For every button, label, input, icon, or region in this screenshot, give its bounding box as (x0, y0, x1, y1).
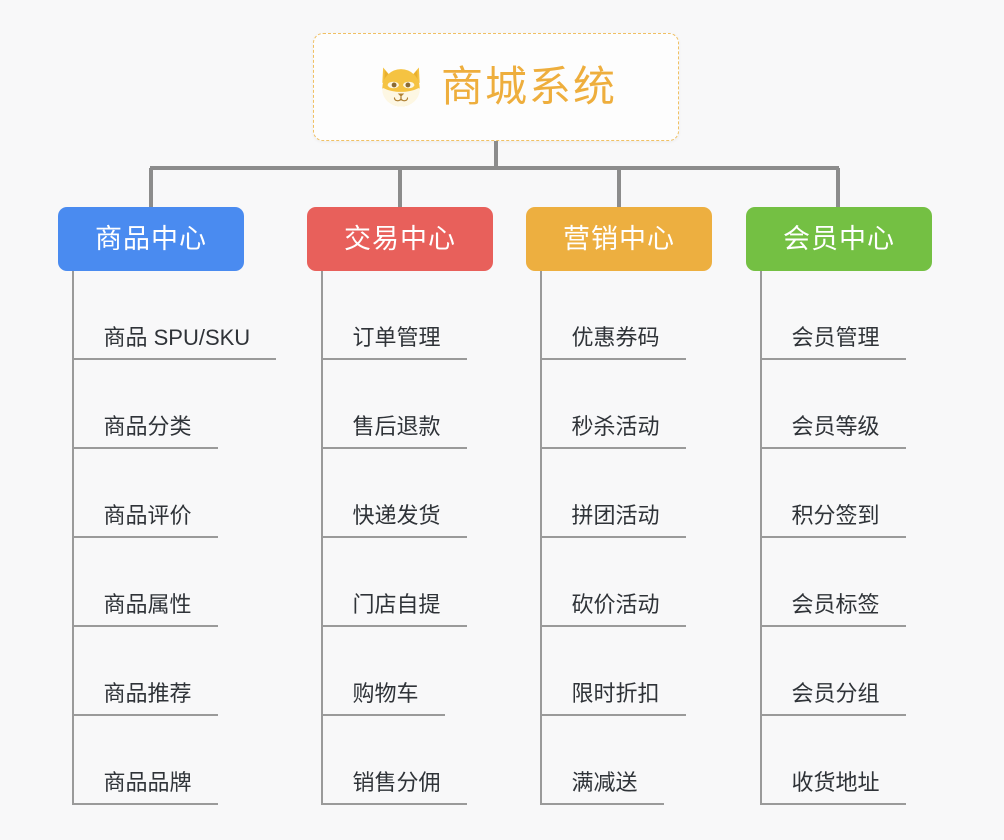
leaf-item-label: 满减送 (539, 772, 664, 805)
leaf-item[interactable]: 砍价活动 (539, 538, 752, 627)
leaf-list-member: 会员管理 会员等级 积分签到 会员标签 会员分组 收货地址 (759, 271, 972, 805)
root-title: 商城系统 (440, 63, 617, 110)
leaf-list-marketing: 优惠券码 秒杀活动 拼团活动 砍价活动 限时折扣 满减送 (539, 271, 752, 805)
leaf-item[interactable]: 商品品牌 (71, 716, 284, 805)
branch-header-member[interactable]: 会员中心 (746, 207, 932, 271)
branch-column-trade: 交易中心 订单管理 售后退款 快递发货 门店自提 购物车 销售分佣 (307, 207, 493, 805)
leaf-item[interactable]: 会员等级 (759, 360, 972, 449)
leaf-item[interactable]: 商品 SPU/SKU (71, 271, 284, 360)
leaf-list-product: 商品 SPU/SKU 商品分类 商品评价 商品属性 商品推荐 商品品牌 (71, 271, 284, 805)
leaf-item-label: 会员分组 (759, 683, 906, 716)
leaf-item[interactable]: 商品分类 (71, 360, 284, 449)
leaf-item[interactable]: 商品推荐 (71, 627, 284, 716)
leaf-item[interactable]: 拼团活动 (539, 449, 752, 538)
shiba-dog-icon (382, 67, 420, 109)
leaf-item[interactable]: 快递发货 (320, 449, 533, 538)
leaf-item[interactable]: 购物车 (320, 627, 533, 716)
leaf-item[interactable]: 会员分组 (759, 627, 972, 716)
leaf-item-label: 商品品牌 (71, 772, 218, 805)
leaf-item[interactable]: 销售分佣 (320, 716, 533, 805)
leaf-item-label: 会员管理 (759, 327, 906, 360)
leaf-item-label: 优惠券码 (539, 327, 686, 360)
leaf-item-label: 限时折扣 (539, 683, 686, 716)
leaf-item-label: 收货地址 (759, 772, 906, 805)
leaf-item-label: 会员标签 (759, 594, 906, 627)
leaf-item-label: 积分签到 (759, 505, 906, 538)
leaf-item-label: 门店自提 (320, 594, 467, 627)
branch-header-label: 商品中心 (95, 223, 207, 254)
leaf-item[interactable]: 限时折扣 (539, 627, 752, 716)
branch-header-label: 交易中心 (344, 223, 456, 254)
root-node[interactable]: 商城系统 (313, 33, 679, 141)
branch-column-marketing: 营销中心 优惠券码 秒杀活动 拼团活动 砍价活动 限时折扣 满减送 (526, 207, 712, 805)
branch-header-trade[interactable]: 交易中心 (307, 207, 493, 271)
leaf-item[interactable]: 门店自提 (320, 538, 533, 627)
leaf-item-label: 购物车 (320, 683, 445, 716)
leaf-item-label: 商品分类 (71, 416, 218, 449)
branch-column-member: 会员中心 会员管理 会员等级 积分签到 会员标签 会员分组 收货地址 (746, 207, 932, 805)
leaf-item-label: 秒杀活动 (539, 416, 686, 449)
leaf-item[interactable]: 优惠券码 (539, 271, 752, 360)
branch-header-label: 会员中心 (783, 223, 895, 254)
leaf-list-trade: 订单管理 售后退款 快递发货 门店自提 购物车 销售分佣 (320, 271, 533, 805)
leaf-item[interactable]: 售后退款 (320, 360, 533, 449)
leaf-item[interactable]: 满减送 (539, 716, 752, 805)
leaf-item[interactable]: 商品属性 (71, 538, 284, 627)
branch-header-label: 营销中心 (563, 223, 675, 254)
leaf-item[interactable]: 会员管理 (759, 271, 972, 360)
leaf-item-label: 订单管理 (320, 327, 467, 360)
leaf-item-label: 快递发货 (320, 505, 467, 538)
branch-header-marketing[interactable]: 营销中心 (526, 207, 712, 271)
branch-header-product[interactable]: 商品中心 (58, 207, 244, 271)
leaf-item-label: 售后退款 (320, 416, 467, 449)
leaf-item[interactable]: 商品评价 (71, 449, 284, 538)
leaf-item-label: 商品属性 (71, 594, 218, 627)
leaf-item-label: 会员等级 (759, 416, 906, 449)
leaf-item-label: 销售分佣 (320, 772, 467, 805)
leaf-item-label: 商品 SPU/SKU (71, 327, 277, 360)
leaf-item-label: 商品评价 (71, 505, 218, 538)
leaf-item[interactable]: 会员标签 (759, 538, 972, 627)
leaf-item-label: 砍价活动 (539, 594, 686, 627)
leaf-item[interactable]: 订单管理 (320, 271, 533, 360)
leaf-item-label: 商品推荐 (71, 683, 218, 716)
leaf-item[interactable]: 秒杀活动 (539, 360, 752, 449)
leaf-item[interactable]: 收货地址 (759, 716, 972, 805)
leaf-item[interactable]: 积分签到 (759, 449, 972, 538)
branch-column-product: 商品中心 商品 SPU/SKU 商品分类 商品评价 商品属性 商品推荐 商品品牌 (58, 207, 277, 805)
leaf-item-label: 拼团活动 (539, 505, 686, 538)
